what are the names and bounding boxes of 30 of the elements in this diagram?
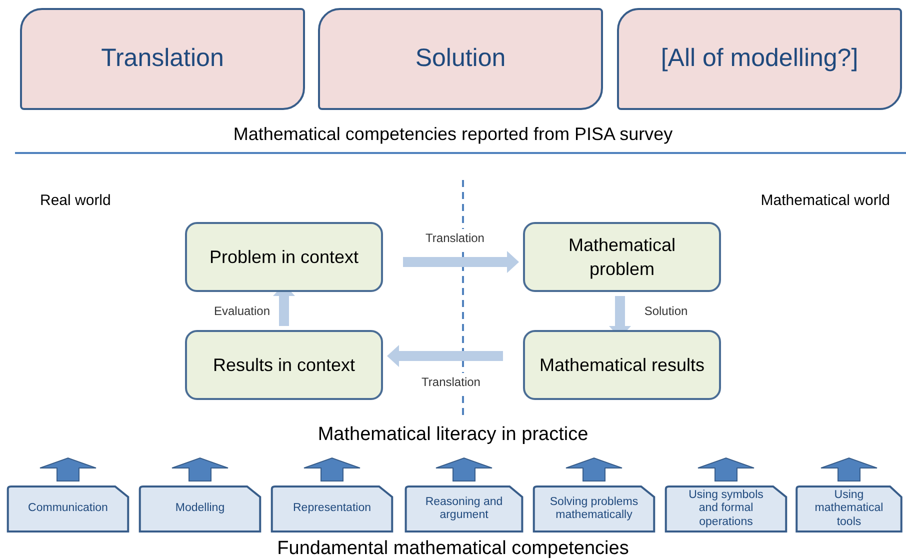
caption-text: Fundamental mathematical competencies	[277, 538, 629, 559]
block-arrow	[304, 457, 360, 482]
competency-tab: Solving problems mathematically	[532, 485, 656, 533]
arrow	[403, 251, 519, 273]
competency-box: Solution	[318, 8, 603, 110]
edge-label: Translation	[420, 373, 482, 391]
region-label: Mathematical world	[760, 192, 890, 209]
competency-box: Translation	[20, 8, 305, 110]
block-arrow	[698, 457, 754, 482]
competency-tab: Representation	[270, 485, 394, 533]
competency-tab: Communication	[6, 485, 130, 533]
block-arrow	[40, 457, 96, 482]
block-arrow	[820, 457, 878, 482]
arrow	[387, 345, 503, 367]
block-arrow	[436, 457, 492, 482]
competency-tab: Using mathematical tools	[795, 485, 903, 533]
process-box: Problem in context	[185, 222, 383, 292]
process-box: Mathematical results	[523, 330, 721, 400]
region-label: Real world	[40, 192, 111, 209]
competency-tab: Modelling	[138, 485, 262, 533]
caption-text: Mathematical competencies reported from PISA survey	[233, 124, 673, 144]
competency-tab: Reasoning and argument	[404, 485, 524, 533]
competency-box: [All of modelling?]	[617, 8, 902, 110]
caption-text: Mathematical literacy in practice	[318, 424, 588, 445]
edge-label: Translation	[424, 229, 486, 247]
competency-tab: Using symbols and formal operations	[664, 485, 788, 533]
process-box: Mathematical problem	[523, 222, 721, 292]
process-box: Results in context	[185, 330, 383, 400]
block-arrow	[566, 457, 622, 482]
block-arrow	[172, 457, 228, 482]
